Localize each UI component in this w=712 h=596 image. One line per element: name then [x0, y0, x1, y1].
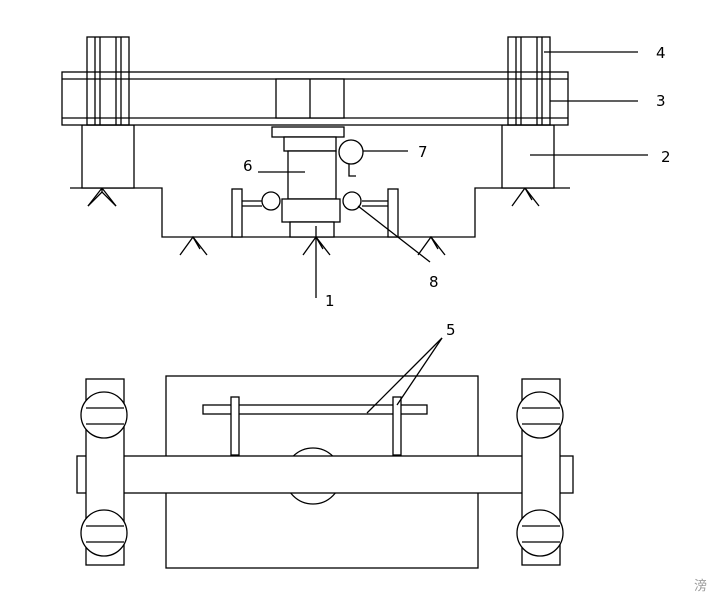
label-1: 1: [325, 292, 335, 310]
pressure-gauge: [338, 139, 364, 165]
label-8: 8: [429, 273, 439, 291]
hydraulic-jack: [287, 150, 337, 200]
left-support-pier: [81, 124, 135, 189]
label-5: 5: [446, 321, 456, 339]
left-dial-gauge: [261, 191, 281, 211]
plan-right-anchor-top: [516, 391, 564, 439]
bearing-plate-top: [271, 126, 345, 138]
test-pile: [289, 221, 335, 238]
elevation-view: 4 3 2 6 7 1 8: [61, 36, 671, 310]
label-4: 4: [656, 44, 666, 62]
left-anchor-frame: [86, 36, 130, 126]
jack-base-plate: [281, 198, 341, 223]
right-anchor-frame: [507, 36, 551, 126]
plan-reference-post-right: [392, 396, 402, 456]
leader-lines: [258, 51, 648, 298]
plan-left-anchor-top: [80, 391, 128, 439]
right-support-pier: [501, 124, 555, 189]
leader-lines-plan: [366, 337, 443, 414]
bearing-plate-mid: [283, 136, 337, 152]
label-2: 2: [661, 148, 671, 166]
right-dial-gauge: [342, 191, 362, 211]
plan-reference-beam: [202, 404, 428, 415]
label-3: 3: [656, 92, 666, 110]
plan-reference-post-left: [230, 396, 240, 456]
left-reference-post: [231, 188, 243, 238]
plan-left-anchor-bottom: [80, 509, 128, 557]
label-6: 6: [243, 157, 253, 175]
plan-view: 5: [76, 321, 574, 569]
plan-reaction-beam: [76, 455, 574, 494]
right-reference-post: [387, 188, 399, 238]
ground-hatch-marks: [87, 186, 540, 256]
watermark-glyph: 滂: [694, 578, 707, 594]
plan-right-anchor-bottom: [516, 509, 564, 557]
label-7: 7: [418, 143, 428, 161]
